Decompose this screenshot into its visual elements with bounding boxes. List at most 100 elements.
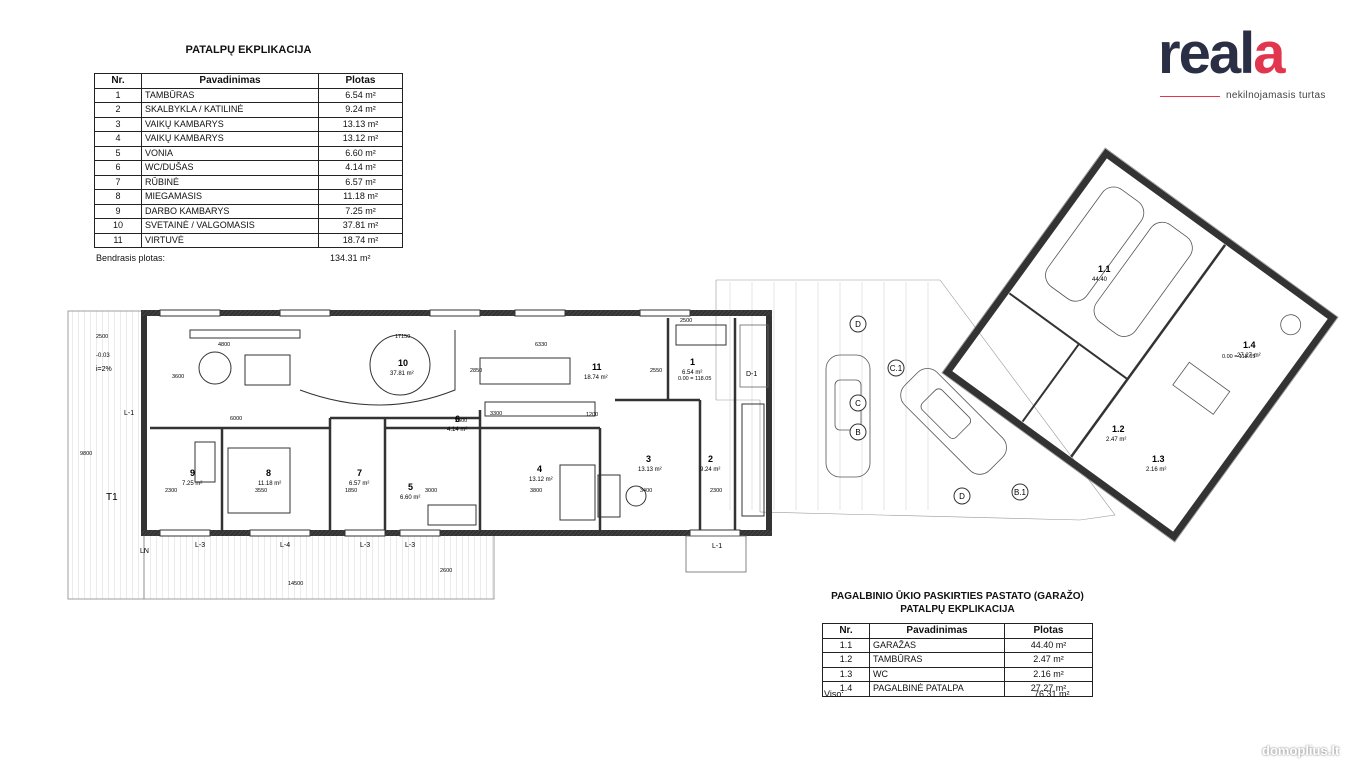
cell-area: 37.81 m²: [318, 218, 403, 234]
window-label: L-3: [195, 542, 205, 549]
dimension-label: 2300: [165, 488, 177, 494]
cell-area: 2.16 m²: [1004, 666, 1093, 682]
cell-nr: 1.2: [822, 652, 870, 668]
dimension-label: 2850: [470, 368, 482, 374]
axis-label: D: [855, 320, 861, 329]
cell-nr: 8: [94, 189, 142, 205]
room-number: 5: [408, 482, 413, 492]
room-area: 13.12 m²: [529, 477, 553, 483]
garage-table-title-2: PATALPŲ EKPLIKACIJA: [900, 604, 1015, 615]
room-area: 6.60 m²: [400, 495, 420, 501]
garage-building: [941, 147, 1339, 543]
desk-9: [194, 441, 216, 483]
tv-unit: [189, 329, 301, 339]
axis-circle: [887, 359, 905, 377]
cell-name: WC: [869, 666, 1005, 682]
table-header-row: Nr. Pavadinimas Plotas: [94, 73, 403, 89]
dimension-label: 3000: [425, 488, 437, 494]
cell-area: 18.74 m²: [318, 232, 403, 248]
window-label: L-3: [405, 542, 415, 549]
axis-circle: [849, 423, 867, 441]
cell-area: 11.18 m²: [318, 189, 403, 205]
level-mark: -0.03: [96, 353, 110, 359]
garage-room-area: 44.40: [1092, 277, 1108, 283]
logo-wordmark: reala: [1158, 22, 1338, 86]
garage-total-value: 76.31 m²: [1034, 689, 1070, 699]
garage-room-labels: 1.144.401.22.47 m²1.32.16 m²1.427.27 m²: [1092, 264, 1261, 473]
room-area: 6.57 m²: [349, 481, 369, 487]
garage-total-label: Viso:: [824, 689, 844, 699]
axis-circle: [953, 487, 971, 505]
garage-room-area: 2.16 m²: [1146, 467, 1166, 473]
dimension-label: 3550: [255, 488, 267, 494]
axis-circle: [849, 394, 867, 412]
door-step-d1: [739, 324, 769, 388]
logo-word-accent: a: [1253, 21, 1285, 86]
dimension-label: 6330: [535, 342, 547, 348]
terrace-bottom: [143, 532, 495, 600]
room-number: 8: [266, 468, 271, 478]
main-total-label: Bendrasis plotas:: [96, 253, 166, 263]
entry-level: 0.00 = 118.05: [678, 376, 711, 382]
logo-divider: [1160, 96, 1220, 97]
room-area: 37.81 m²: [390, 371, 414, 377]
rug-3: [625, 485, 647, 507]
window-label: L-1: [712, 543, 722, 550]
dimension-label: 3400: [640, 488, 652, 494]
cell-area: 7.25 m²: [318, 203, 403, 219]
dimension-label: 4800: [218, 342, 230, 348]
cell-nr: 1.3: [822, 666, 870, 682]
entry-step: [685, 535, 747, 573]
dimension-label: 2500: [96, 334, 108, 340]
garage-room-number: 1.4: [1243, 340, 1256, 350]
room-number: 7: [357, 468, 362, 478]
dimension-label: 2300: [710, 488, 722, 494]
main-total-value: 134.31 m²: [330, 253, 371, 263]
cell-area: 27.27 m²: [1004, 681, 1093, 697]
window-label: L-3: [360, 542, 370, 549]
dimension-label: 6000: [230, 416, 242, 422]
room-number: 1: [690, 357, 695, 367]
interior-walls: [150, 318, 737, 530]
axis-circle: [1011, 483, 1029, 501]
room-area: 6.54 m²: [682, 370, 702, 376]
bed-8: [227, 447, 291, 514]
utility-appliances: [741, 403, 765, 517]
window-label: LN: [140, 548, 149, 555]
windows-top: [159, 309, 741, 537]
room-number: 6: [455, 414, 460, 424]
terrace-label: T1: [106, 492, 118, 503]
cell-name: PAGALBINĖ PATALPA: [869, 681, 1005, 697]
dimension-label: 3800: [530, 488, 542, 494]
bed-3: [597, 474, 621, 518]
room-number: 4: [537, 464, 542, 474]
rug-round: [198, 351, 232, 385]
dimension-label: 3600: [172, 374, 184, 380]
door-label: D-1: [746, 371, 757, 378]
room-number: 9: [190, 468, 195, 478]
cell-name: GARAŽAS: [869, 637, 1005, 653]
logo-subtitle: nekilnojamasis turtas: [1226, 90, 1326, 101]
room-area: 13.13 m²: [638, 467, 662, 473]
axis-label: B: [855, 428, 860, 437]
bed-4: [559, 464, 596, 521]
dimension-label: 17150: [395, 334, 410, 340]
window-label: L-1: [124, 410, 134, 417]
axis-label: D: [959, 492, 965, 501]
dimension-label: 9800: [80, 451, 92, 457]
axis-label: B.1: [1014, 488, 1027, 497]
